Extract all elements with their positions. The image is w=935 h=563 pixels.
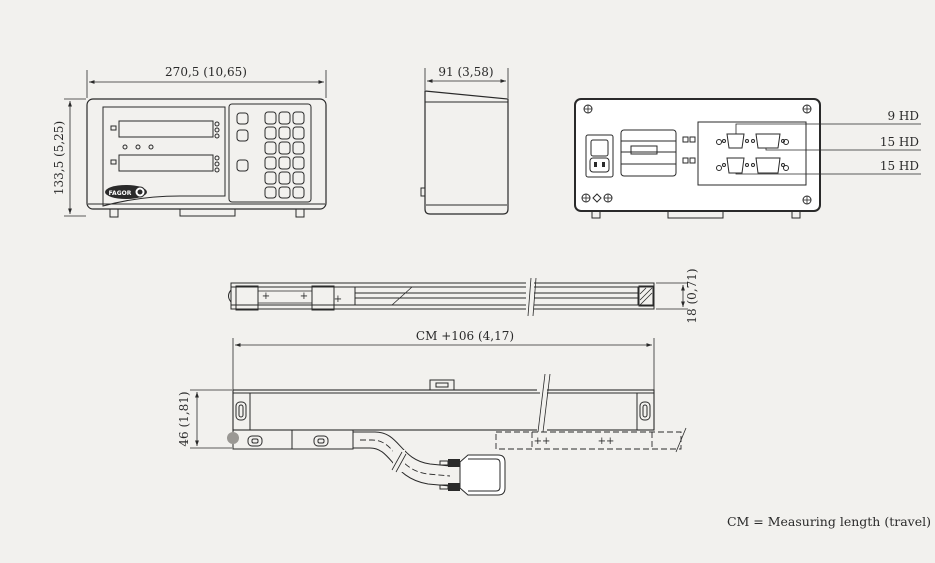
dsub-15-connector <box>751 133 785 149</box>
scale-front-view: CM +106 (4,17) 46 (1,81) ++ <box>177 329 687 496</box>
screw-icon <box>581 193 591 203</box>
scale-top-body <box>230 282 655 310</box>
dsub-plug <box>439 454 506 496</box>
scale-thickness-label: 18 (0,71) <box>685 268 699 323</box>
connector-label-15hd: 15 HD <box>880 135 919 149</box>
dsub-15-connector <box>751 157 785 174</box>
scale-top-view: + + + 18 (0,71) <box>228 268 699 324</box>
screw-icon <box>802 104 812 114</box>
scale-height-label: 46 (1,81) <box>177 391 191 446</box>
power-socket-icon <box>585 134 614 178</box>
aux-connector <box>620 129 677 177</box>
dsub-9-connector <box>722 133 749 149</box>
keypad-key <box>236 159 249 172</box>
keypad-key <box>236 129 249 142</box>
keypad-key <box>236 112 249 125</box>
screw-icon <box>603 193 613 203</box>
side-view: 91 (3,58) <box>420 65 509 215</box>
svg-text:+: + <box>262 291 270 302</box>
display-panel <box>102 106 226 207</box>
display-window-2 <box>118 154 214 172</box>
rear-view: 9 HD 15 HD 15 HD <box>574 98 921 219</box>
svg-text:++: ++ <box>598 436 615 447</box>
svg-text:+: + <box>334 294 342 305</box>
front-width-label: 270,5 (10,65) <box>165 65 247 79</box>
side-depth-label: 91 (3,58) <box>438 65 493 79</box>
scale-cable <box>353 431 451 487</box>
front-height-label: 133,5 (5,25) <box>52 121 66 195</box>
screw-icon <box>583 104 593 114</box>
keypad-panel <box>228 103 312 203</box>
scale-length-label: CM +106 (4,17) <box>416 329 514 343</box>
scale-body <box>232 389 655 431</box>
svg-text:FAGOR: FAGOR <box>109 190 132 197</box>
svg-text:+: + <box>300 291 308 302</box>
dsub-15-connector <box>722 157 749 174</box>
front-view: 270,5 (10,65) 133,5 (5,25) FAGOR <box>52 65 327 218</box>
connector-plate <box>697 121 807 186</box>
connector-label-9hd: 9 HD <box>887 109 919 123</box>
connector-label-15hd: 15 HD <box>880 159 919 173</box>
legend-text: CM = Measuring length (travel) <box>727 514 931 529</box>
display-window-1 <box>118 120 214 138</box>
screw-icon <box>802 195 812 205</box>
keypad-grid <box>264 111 305 199</box>
fuse-icon <box>592 193 602 203</box>
side-body <box>424 90 509 215</box>
brand-logo: FAGOR <box>105 185 147 199</box>
svg-text:++: ++ <box>534 436 551 447</box>
